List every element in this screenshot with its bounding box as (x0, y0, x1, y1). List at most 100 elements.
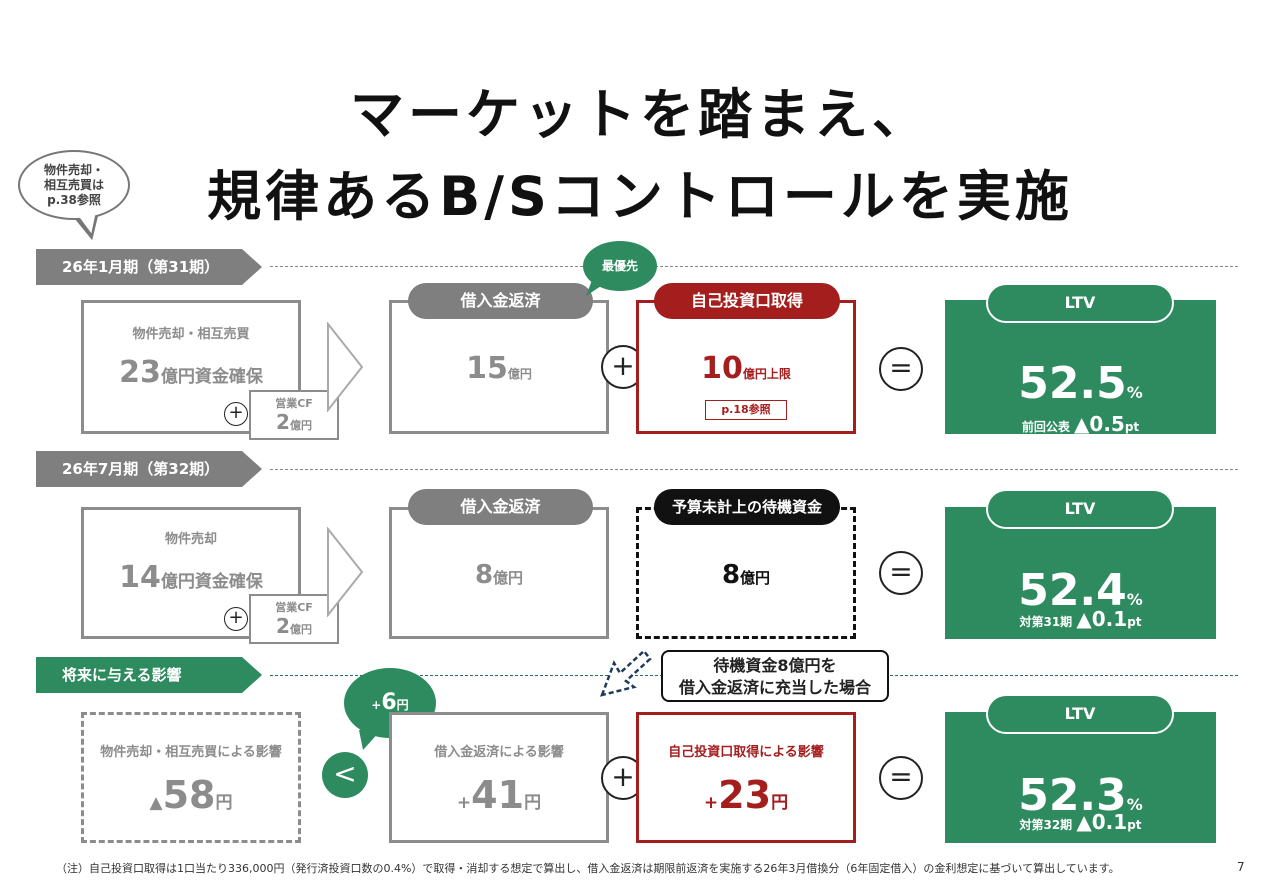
future-repay-box: 借入金返済による影響 +41円 (389, 712, 609, 843)
period2-standby-amount: 8億円 (639, 560, 853, 590)
page-number: 7 (1237, 860, 1245, 874)
period2-equals-icon: = (879, 551, 923, 595)
period1-repay-unit: 億円 (507, 367, 532, 381)
period2-ltv-value: 52.4% (945, 565, 1216, 616)
period2-ltv-cmp-label: 対第31期 (1019, 615, 1073, 629)
future-ltv-cmp-label: 対第32期 (1019, 818, 1073, 832)
period1-sale-box: 物件売却・相互売買 23億円資金確保 (81, 300, 301, 434)
future-sale-sign: ▲ (149, 793, 163, 813)
future-buyback-num: 23 (718, 773, 772, 817)
future-ltv-num: 52.3 (1018, 770, 1127, 821)
future-callout: 待機資金8億円を 借入金返済に充当した場合 (661, 650, 889, 702)
period2-repay-pill: 借入金返済 (408, 489, 593, 525)
period1-ltv-value: 52.5% (945, 358, 1216, 409)
period2-repay-num: 8 (474, 560, 494, 590)
period2-ltv-pct: % (1126, 590, 1143, 609)
priority-bubble: 最優先 (583, 241, 657, 291)
period2-cf-unit: 億円 (289, 623, 312, 636)
period1-buyback-unit: 億円上限 (742, 367, 791, 381)
future-buyback-unit: 円 (771, 793, 789, 813)
future-buyback-sign: + (703, 793, 719, 813)
ref-bubble-line3: p.38参照 (47, 192, 101, 207)
future-buyback-label: 自己投資口取得による影響 (668, 745, 824, 760)
period1-sale-num: 23 (119, 355, 161, 390)
period1-cf-label: 営業CF (275, 397, 313, 410)
period2-cf-box: 営業CF 2億円 (249, 594, 339, 644)
period2-ltv-cmp-unit: pt (1127, 615, 1142, 629)
period2-banner: 26年7月期（第32期） (36, 451, 262, 487)
future-ltv-cmp-unit: pt (1127, 818, 1142, 832)
future-repay-unit: 円 (524, 793, 542, 813)
period1-arrow-icon (327, 322, 364, 412)
period1-ltv-num: 52.5 (1018, 358, 1127, 409)
future-plus-bubble-sign: + (371, 698, 382, 712)
period2-repay-amount: 8億円 (392, 560, 606, 590)
future-ltv-value: 52.3% (945, 770, 1216, 821)
future-ltv-compare: 対第32期 ▲0.1pt (945, 810, 1216, 834)
period1-ltv-pct: % (1126, 383, 1143, 402)
period1-sale-unit: 億円資金確保 (160, 367, 263, 387)
future-repay-label: 借入金返済による影響 (434, 745, 564, 760)
period2-sale-unit: 億円資金確保 (160, 572, 263, 592)
period2-sale-amount: 14億円資金確保 (84, 560, 298, 595)
ref-bubble: 物件売却・ 相互売買は p.38参照 (18, 150, 130, 220)
period2-repay-box: 8億円 (389, 507, 609, 639)
period1-cf-plus-icon: + (224, 402, 248, 426)
period2-cf-num: 2 (276, 614, 290, 638)
period2-sale-label: 物件売却 (164, 532, 217, 547)
period2-ltv-pill: LTV (986, 489, 1174, 529)
period1-buyback-ref: p.18参照 (705, 400, 787, 420)
period1-repay-num: 15 (466, 351, 508, 386)
future-plus-bubble-num: 6 (381, 690, 397, 715)
period1-equals-icon: = (879, 347, 923, 391)
future-sale-label: 物件売却・相互売買による影響 (100, 745, 282, 760)
footnote: （注）自己投資口取得は1口当たり336,000円（発行済投資口数の0.4%）で取… (56, 862, 1120, 875)
period1-cf-unit: 億円 (289, 419, 312, 432)
period2-divider (270, 469, 1238, 470)
future-sale-box: 物件売却・相互売買による影響 ▲58円 (81, 712, 301, 843)
period2-sale-num: 14 (119, 560, 161, 595)
period1-sale-amount: 23億円資金確保 (84, 355, 298, 390)
future-sale-num: 58 (162, 773, 216, 817)
period2-standby-num: 8 (721, 560, 741, 590)
period2-ltv-num: 52.4 (1018, 565, 1127, 616)
future-equals-icon: = (879, 756, 923, 800)
period2-standby-pill: 予算未計上の待機資金 (654, 489, 840, 525)
page-title-line1: マーケットを踏まえ、 (350, 83, 930, 146)
future-repay-amount: +41円 (392, 773, 606, 817)
period1-repay-box: 15億円 (389, 300, 609, 434)
future-dashed-arrow-icon (599, 649, 652, 697)
period1-repay-amount: 15億円 (392, 351, 606, 386)
period2-ltv-box: 52.4% 対第31期 ▲0.1pt (945, 507, 1216, 639)
future-plus-bubble-unit: 円 (396, 698, 409, 712)
future-sale-unit: 円 (215, 793, 233, 813)
period2-standby-box: 8億円 (636, 507, 856, 639)
period1-ltv-cmp-val: ▲0.5 (1074, 412, 1125, 436)
period2-cf-label: 営業CF (275, 601, 313, 614)
future-buyback-amount: +23円 (639, 773, 853, 817)
period1-divider (270, 266, 1238, 267)
period2-cf-plus-icon: + (224, 607, 248, 631)
period1-ltv-pill: LTV (986, 283, 1174, 323)
future-callout-line1: 待機資金8億円を (713, 656, 837, 675)
period2-ltv-compare: 対第31期 ▲0.1pt (945, 607, 1216, 631)
future-sale-amount: ▲58円 (84, 773, 298, 817)
future-callout-line2: 借入金返済に充当した場合 (678, 678, 871, 697)
future-buyback-box: 自己投資口取得による影響 +23円 (636, 712, 856, 843)
future-ltv-cmp-val: ▲0.1 (1076, 810, 1128, 834)
future-less-than-icon: < (322, 752, 368, 798)
priority-bubble-tail (586, 280, 604, 296)
ref-bubble-line2: 相互売買は (43, 177, 104, 192)
period1-repay-pill: 借入金返済 (408, 283, 593, 319)
future-ltv-pct: % (1126, 795, 1143, 814)
period2-arrow-icon (327, 527, 364, 617)
period1-ltv-cmp-label: 前回公表 (1021, 420, 1070, 434)
period1-sale-label: 物件売却・相互売買 (132, 327, 250, 342)
period2-ltv-cmp-val: ▲0.1 (1076, 607, 1128, 631)
future-banner: 将来に与える影響 (36, 657, 262, 693)
period1-buyback-num: 10 (701, 351, 743, 386)
period1-ltv-compare: 前回公表 ▲0.5pt (945, 412, 1216, 436)
period1-buyback-box: 10億円上限 (636, 300, 856, 434)
period1-buyback-pill: 自己投資口取得 (654, 283, 840, 319)
period2-standby-unit: 億円 (740, 569, 771, 587)
